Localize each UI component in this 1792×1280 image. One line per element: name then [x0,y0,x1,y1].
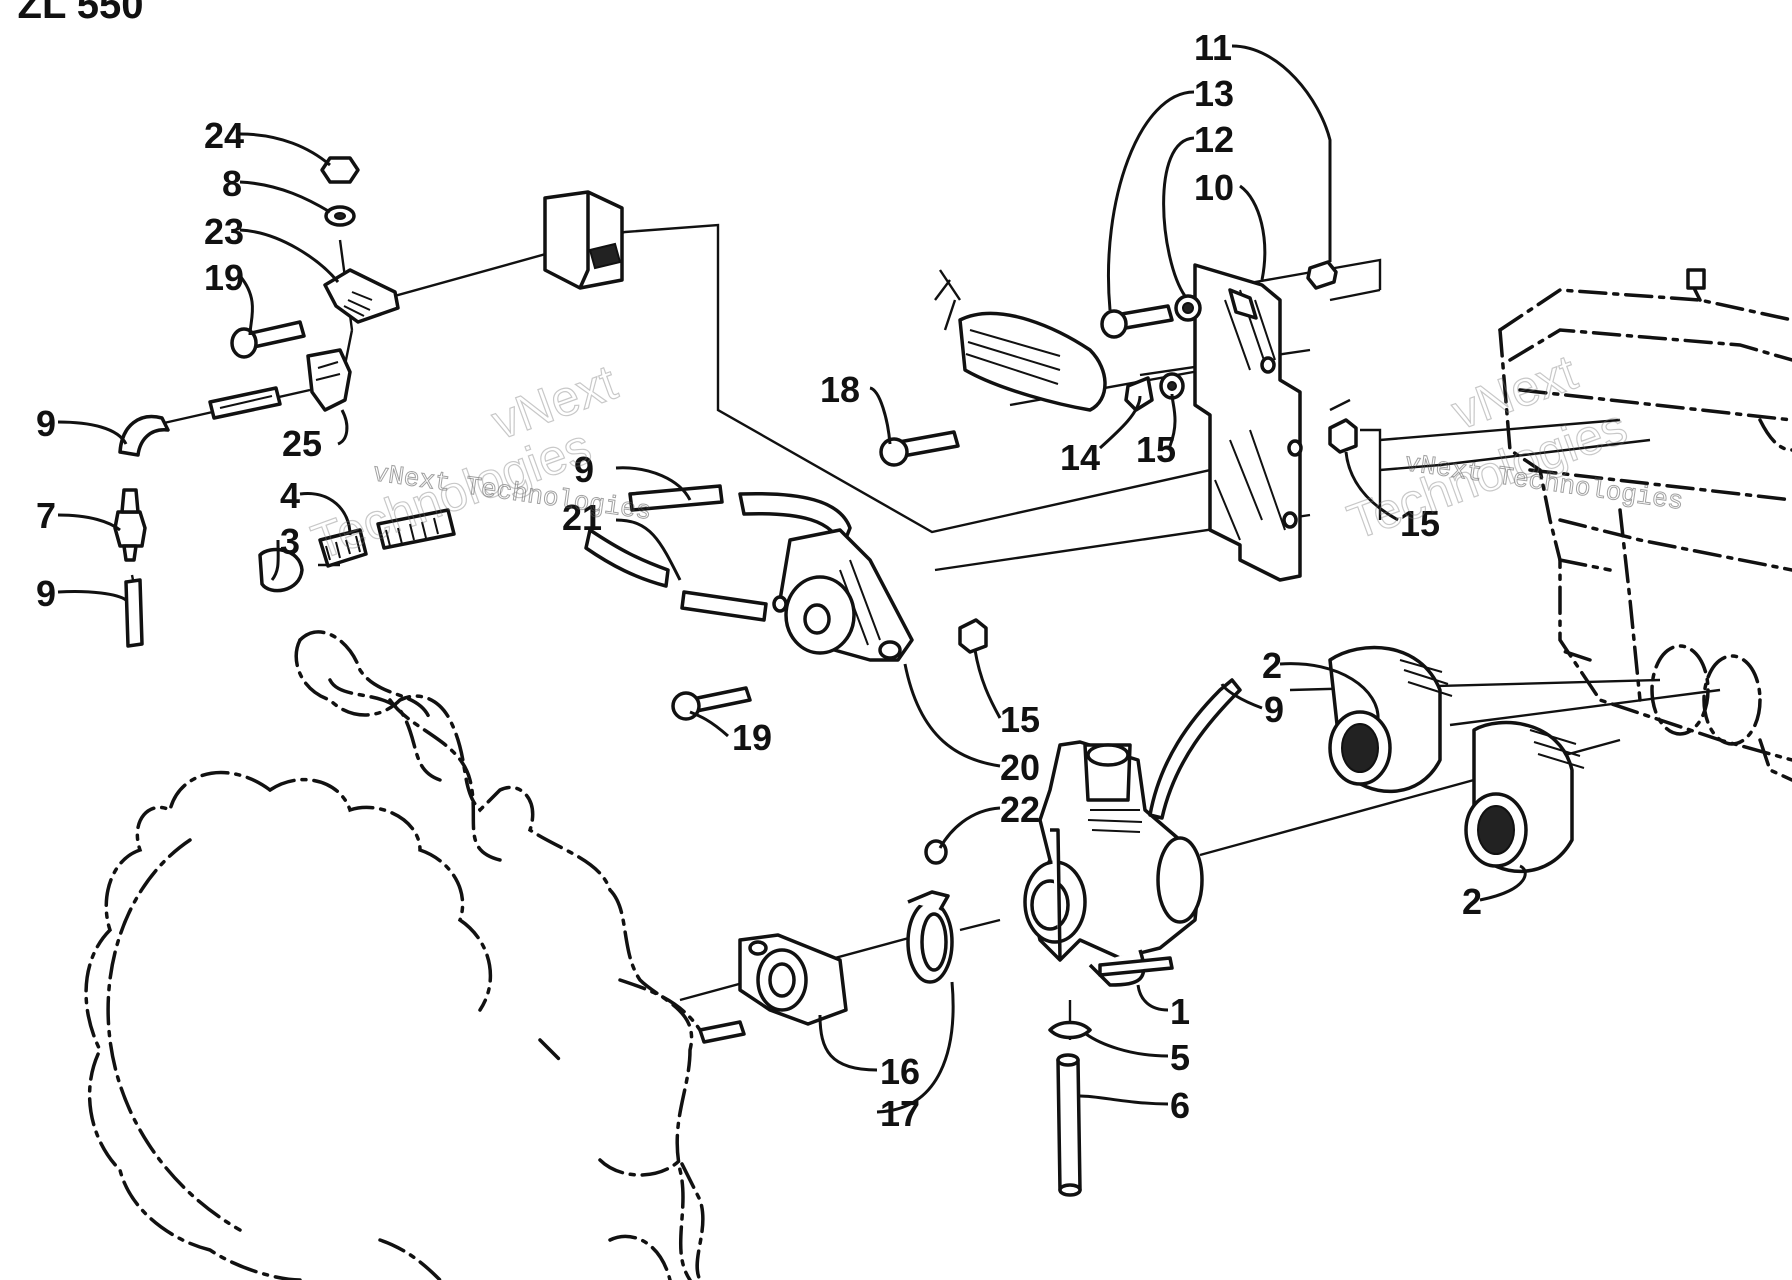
callout-14: 14 [1060,437,1100,478]
airbox-outline [1498,268,1792,782]
clamp-spring [258,508,456,593]
spring-4a [318,528,368,568]
callout-4: 4 [280,475,300,516]
callout-leaders [57,44,1527,1114]
fuel-fitting-cluster [230,156,400,412]
watermark-right: vNext Technologies vNext Technologies [1340,343,1686,551]
bolt-16 [698,1020,746,1044]
callout-13: 13 [1194,73,1234,114]
fuel-pump-assembly [584,484,988,721]
callout-24: 24 [204,115,244,156]
airbox-tab [1686,268,1706,290]
callout-19-pump: 19 [732,717,772,758]
clamp-3 [258,547,304,593]
callout-9-left-upper: 9 [36,403,56,444]
callout-9-left-lower: 9 [36,573,56,614]
mount-plate-assembly [879,260,1358,582]
callout-2-upper: 2 [1262,645,1282,686]
plate-10 [1193,263,1302,582]
callout-7: 7 [36,495,56,536]
callout-18: 18 [820,369,860,410]
callout-20: 20 [1000,747,1040,788]
block-part [543,190,624,290]
hose-21-b [680,590,768,622]
carburetor-assembly [1023,678,1242,1197]
nut-11 [1306,260,1338,290]
callout-3: 3 [280,521,300,562]
callout-19-top: 19 [204,257,244,298]
callout-25: 25 [282,423,322,464]
intake-flange-assembly [698,839,954,1044]
callout-15-right: 15 [1400,503,1440,544]
callout-15-pump: 15 [1000,699,1040,740]
diagram-title: T ZL 550 [0,0,144,27]
callout-12: 12 [1194,119,1234,160]
callout-11: 11 [1194,27,1232,68]
callout-16: 16 [880,1051,920,1092]
callout-5: 5 [1170,1037,1190,1078]
spacer-14 [1124,376,1154,412]
hose-9-upper [118,414,170,457]
nut-15-pump [958,618,988,654]
callout-6: 6 [1170,1085,1190,1126]
nut-15b [1328,418,1358,454]
callout-2-lower: 2 [1462,881,1482,922]
callout-9-carb: 9 [1264,689,1284,730]
callout-23: 23 [204,211,244,252]
engine-outline [84,630,705,1280]
callout-22: 22 [1000,789,1040,830]
callout-10: 10 [1194,167,1234,208]
fitting-25 [306,348,352,412]
callout-1: 1 [1170,991,1190,1032]
hose-9-pump-a [628,484,724,512]
washer-5 [1048,1020,1092,1040]
callout-21: 21 [562,497,602,538]
nut-24 [320,156,360,184]
callout-numbers: 24 8 23 19 25 9 7 9 4 3 9 21 18 11 13 12… [36,27,1482,1134]
callout-15-upper: 15 [1136,429,1176,470]
hose-9-lower [124,578,144,648]
callout-17: 17 [880,1093,920,1134]
hose-9-carb [1148,678,1242,820]
callout-9-pump: 9 [574,449,594,490]
callout-8: 8 [222,163,242,204]
left-fuel-line [113,386,282,648]
hose-21-a [584,528,670,588]
tube-6 [1056,1058,1082,1192]
air-boot-assembly [1328,645,1585,873]
